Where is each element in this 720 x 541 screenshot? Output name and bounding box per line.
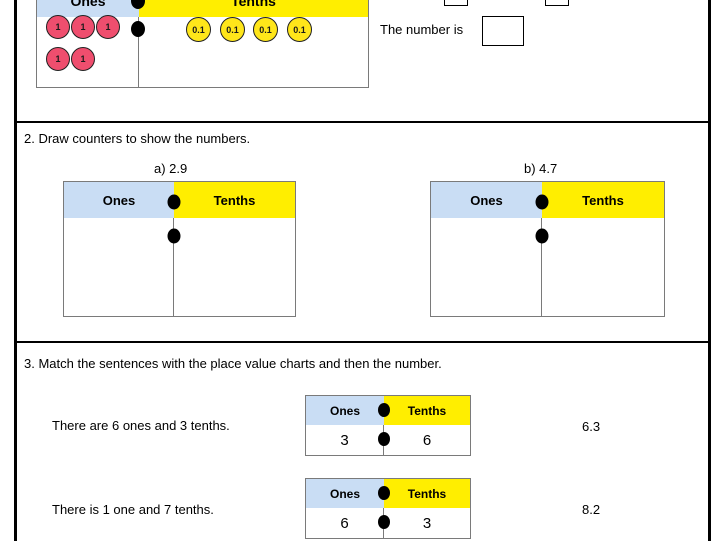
- question-2-heading: 2. Draw counters to show the numbers.: [24, 131, 251, 146]
- tenths-value-cell[interactable]: 3: [384, 508, 470, 538]
- ones-value: 3: [340, 431, 349, 449]
- chart-header-row: Ones Tenths: [431, 182, 664, 218]
- chart-label-2a: a) 2.9: [154, 161, 188, 176]
- tenths-value-cell[interactable]: 6: [384, 425, 470, 455]
- counter-one: 1: [96, 15, 120, 39]
- ones-value: [64, 218, 173, 316]
- decimal-point-dot: [378, 486, 390, 500]
- answer-box-ones[interactable]: [444, 0, 468, 6]
- decimal-point-dot: [378, 515, 390, 529]
- chart-header-row: Ones Tenths: [64, 182, 295, 218]
- match-sentence-2[interactable]: There is 1 one and 7 tenths.: [52, 502, 214, 517]
- match-sentence-1[interactable]: There are 6 ones and 3 tenths.: [52, 418, 230, 433]
- chart-body-row: [37, 17, 368, 87]
- ones-column-header: Ones: [64, 182, 174, 218]
- counter-one: 1: [46, 47, 70, 71]
- decimal-point-dot: [167, 194, 181, 210]
- counter-tenth: 0.1: [186, 17, 211, 42]
- tenths-value: 3: [422, 514, 432, 532]
- decimal-point-dot: [167, 228, 181, 244]
- ones-counter-area[interactable]: [64, 218, 174, 316]
- counter-tenth: 0.1: [287, 17, 312, 42]
- match-number-1[interactable]: 6.3: [582, 419, 601, 434]
- chart-label-2b: b) 4.7: [524, 161, 558, 176]
- counter-one: 1: [71, 15, 95, 39]
- chart-body-row: [431, 218, 664, 316]
- counter-one: 1: [71, 47, 95, 71]
- ones-column-header: Ones: [37, 0, 139, 17]
- place-value-chart-2b: Ones Tenths: [430, 181, 665, 317]
- tenths-counter-area[interactable]: [174, 218, 295, 316]
- decimal-point-dot: [131, 0, 145, 9]
- tenths-column-header: Tenths: [542, 182, 664, 218]
- decimal-point-dot: [378, 403, 390, 417]
- decimal-point-dot: [535, 228, 549, 244]
- tenths-column-header: Tenths: [139, 0, 368, 17]
- decimal-point-dot: [378, 432, 390, 446]
- section-divider-2-3: [14, 341, 708, 343]
- ones-value: 6: [340, 514, 349, 532]
- ones-value-cell[interactable]: 6: [306, 508, 384, 538]
- tenths-column-header: Tenths: [384, 479, 470, 508]
- counter-one: 1: [46, 15, 70, 39]
- question-3-heading: 3. Match the sentences with the place va…: [24, 356, 442, 371]
- tenths-value: 6: [422, 431, 432, 449]
- decimal-point-dot: [535, 194, 549, 210]
- section-divider-1-2: [14, 121, 708, 123]
- ones-counter-area[interactable]: [431, 218, 542, 316]
- ones-column-header: Ones: [306, 396, 384, 425]
- decimal-point-dot: [131, 21, 145, 37]
- ones-counter-area[interactable]: [37, 17, 139, 87]
- the-number-is-label: The number is: [380, 22, 464, 37]
- counter-tenth: 0.1: [220, 17, 245, 42]
- ones-value-cell[interactable]: 3: [306, 425, 384, 455]
- ones-value: [431, 218, 541, 316]
- ones-column-header: Ones: [431, 182, 542, 218]
- place-value-chart-section1: Ones Tenths: [36, 0, 369, 88]
- chart-header-row: Ones Tenths: [37, 0, 368, 17]
- page-frame-left-border: [14, 0, 17, 541]
- tenths-column-header: Tenths: [384, 396, 470, 425]
- chart-header-row: Ones Tenths: [306, 479, 470, 508]
- tenths-value: [174, 218, 295, 316]
- place-value-chart-2a: Ones Tenths: [63, 181, 296, 317]
- page-frame-right-border: [708, 0, 711, 541]
- counter-tenth: 0.1: [253, 17, 278, 42]
- match-number-2[interactable]: 8.2: [582, 502, 601, 517]
- tenths-counter-area[interactable]: [542, 218, 664, 316]
- answer-box-tenths[interactable]: [545, 0, 569, 6]
- tenths-column-header: Tenths: [174, 182, 295, 218]
- answer-box-number[interactable]: [482, 16, 524, 46]
- ones-column-header: Ones: [306, 479, 384, 508]
- chart-body-row: [64, 218, 295, 316]
- tenths-value: [542, 218, 664, 316]
- chart-header-row: Ones Tenths: [306, 396, 470, 425]
